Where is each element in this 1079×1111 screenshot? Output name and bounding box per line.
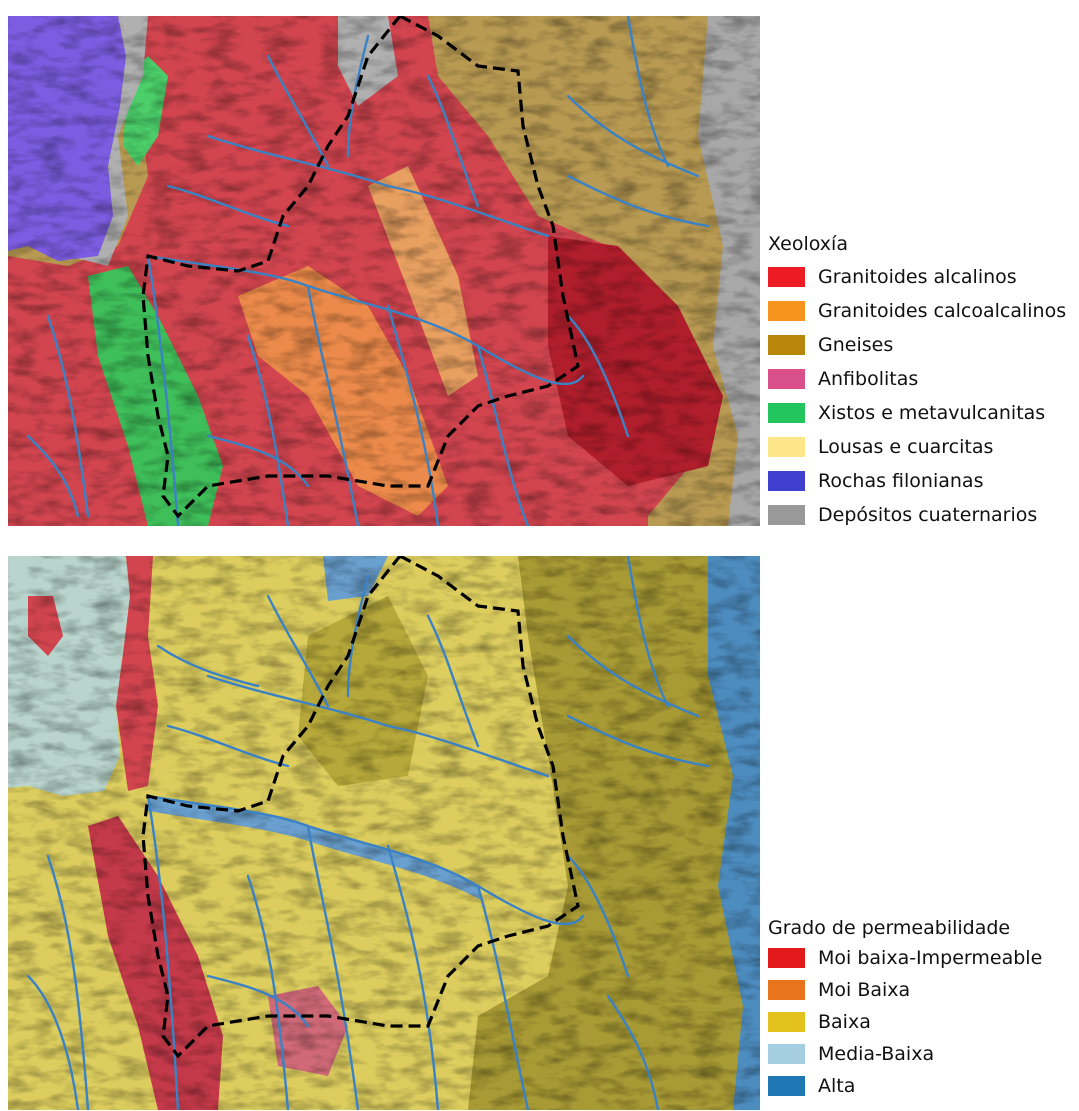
swatch-calcalkaline-granitoids [768,301,805,321]
geology-legend: Xeoloxía Granitoides alcalinos Granitoid… [768,228,1066,532]
legend-item-alkaline-granitoids: Granitoides alcalinos [768,260,1066,294]
legend-label: Depósitos cuaternarios [818,504,1038,526]
legend-item-gneiss: Gneises [768,328,1066,362]
legend-item-very-low-impermeable: Moi baixa-Impermeable [768,942,1042,974]
legend-label: Rochas filonianas [818,470,984,492]
swatch-very-low-impermeable [768,948,805,968]
legend-item-low: Baixa [768,1006,1042,1038]
swatch-quaternary [768,505,805,525]
legend-label: Gneises [818,334,894,356]
legend-item-schists: Xistos e metavulcanitas [768,396,1066,430]
legend-label: Granitoides alcalinos [818,266,1017,288]
swatch-very-low [768,980,805,1000]
legend-label: Baixa [818,1011,871,1033]
permeability-legend: Grado de permeabilidade Moi baixa-Imperm… [768,914,1042,1102]
permeability-map [8,556,760,1110]
swatch-low [768,1012,805,1032]
legend-label: Media-Baixa [818,1043,935,1065]
legend-label: Anfibolitas [818,368,919,390]
legend-item-slates: Lousas e cuarcitas [768,430,1066,464]
permeability-map-canvas [8,556,760,1110]
permeability-legend-title: Grado de permeabilidade [768,917,1011,939]
legend-item-high: Alta [768,1070,1042,1102]
basin-outline [141,16,580,519]
swatch-schists [768,403,805,423]
swatch-amphibolites [768,369,805,389]
hillshade-texture [8,556,760,1110]
legend-label: Lousas e cuarcitas [818,436,994,458]
geology-legend-title: Xeoloxía [768,233,848,255]
legend-label: Moi baixa-Impermeable [818,947,1043,969]
legend-label: Granitoides calcoalcalinos [818,300,1067,322]
geology-map [8,16,760,526]
legend-label: Alta [818,1075,856,1097]
legend-item-quaternary: Depósitos cuaternarios [768,498,1066,532]
legend-item-medium-low: Media-Baixa [768,1038,1042,1070]
geology-map-canvas [8,16,760,526]
legend-label: Xistos e metavulcanitas [818,402,1046,424]
legend-label: Moi Baixa [818,979,911,1001]
swatch-high [768,1076,805,1096]
swatch-gneiss [768,335,805,355]
swatch-slates [768,437,805,457]
basin-outline [141,556,580,1059]
legend-item-dyke-rocks: Rochas filonianas [768,464,1066,498]
legend-item-amphibolites: Anfibolitas [768,362,1066,396]
hillshade-texture [8,16,760,526]
legend-item-calcalkaline-granitoids: Granitoides calcoalcalinos [768,294,1066,328]
swatch-alkaline-granitoids [768,267,805,287]
swatch-medium-low [768,1044,805,1064]
legend-item-very-low: Moi Baixa [768,974,1042,1006]
swatch-dyke-rocks [768,471,805,491]
river-network [26,556,710,1110]
